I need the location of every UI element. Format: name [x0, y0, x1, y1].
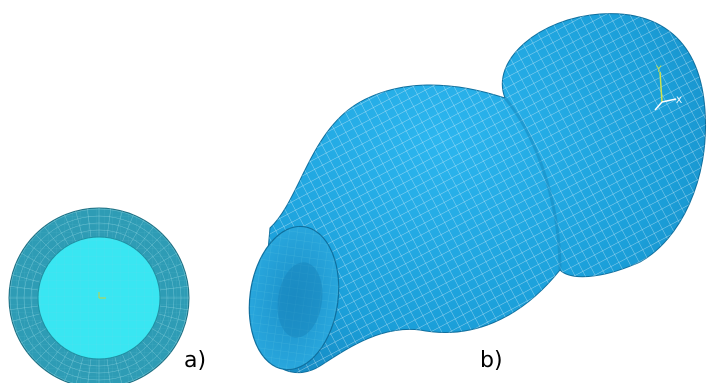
- disk-center-marker: [98, 292, 106, 299]
- disk-ring-line: [23, 222, 175, 374]
- disk-radial-line: [27, 334, 51, 353]
- disk-radial-line: [114, 356, 123, 383]
- disk-radial-line: [9, 305, 39, 310]
- disk-ring-line: [16, 215, 182, 381]
- disk-radial-line: [87, 358, 92, 383]
- disk-ring-line: [9, 208, 189, 383]
- panel-b-mesh-body: [248, 13, 707, 374]
- disk-radial-line: [141, 234, 163, 256]
- panel-a-cross-section: [8, 207, 190, 383]
- disk-radial-line: [157, 274, 186, 283]
- triad-y-axis: [659, 71, 663, 103]
- disk-radial-line: [129, 350, 145, 377]
- disk-radial-line: [12, 313, 41, 322]
- panel-a-label: a): [184, 348, 207, 373]
- mesh-body-grid: [260, 13, 706, 373]
- disk-radial-line: [135, 346, 154, 370]
- disk-radial-line: [155, 321, 183, 333]
- panel-b-label: b): [480, 348, 503, 373]
- disk-radial-lines: [9, 208, 189, 383]
- disk-radial-line: [44, 346, 63, 370]
- triad-y-label: Y: [655, 65, 662, 75]
- disk-radial-line: [141, 340, 163, 362]
- triad-x-label: X: [676, 96, 682, 106]
- disk-radial-line: [35, 234, 57, 256]
- disk-radial-line: [106, 208, 111, 238]
- disk-radial-line: [64, 354, 76, 382]
- disk-radial-line: [114, 211, 123, 240]
- disk-radial-line: [87, 208, 92, 238]
- disk-ring-line: [30, 229, 168, 367]
- disk-radial-line: [9, 286, 39, 291]
- disk-radial-line: [147, 243, 171, 262]
- disk-radial-line: [135, 226, 154, 250]
- disk-radial-line: [151, 252, 178, 268]
- disk-radial-line: [35, 340, 57, 362]
- triad-x-axis: [661, 98, 677, 103]
- disk-radial-line: [44, 226, 63, 250]
- disk-radial-line: [15, 263, 43, 275]
- disk-radial-line: [151, 328, 178, 344]
- disk-radial-line: [159, 305, 189, 310]
- disk-radial-line: [75, 211, 84, 240]
- disk-radial-line: [53, 350, 69, 377]
- disk-radial-line: [147, 334, 171, 353]
- disk-radial-line: [53, 219, 69, 246]
- disk-radial-line: [155, 263, 183, 275]
- disk-radial-line: [106, 358, 111, 383]
- disk-radial-line: [12, 274, 41, 283]
- disk-radial-line: [122, 214, 134, 242]
- disk-radial-line: [64, 214, 76, 242]
- disk-radial-line: [20, 252, 47, 268]
- mesh-body-neck: [503, 97, 562, 271]
- disk-radial-line: [15, 321, 43, 333]
- disk-radial-line: [159, 286, 189, 291]
- disk-radial-line: [75, 356, 84, 383]
- triad-z-axis: [654, 101, 663, 111]
- mesh-end-face-core: [277, 262, 323, 338]
- disk-radial-line: [20, 328, 47, 344]
- disk-radial-line: [157, 313, 186, 322]
- disk-radial-line: [129, 219, 145, 246]
- disk-radial-line: [27, 243, 51, 262]
- coordinate-triad: Y X: [654, 65, 682, 111]
- disk-radial-line: [122, 354, 134, 382]
